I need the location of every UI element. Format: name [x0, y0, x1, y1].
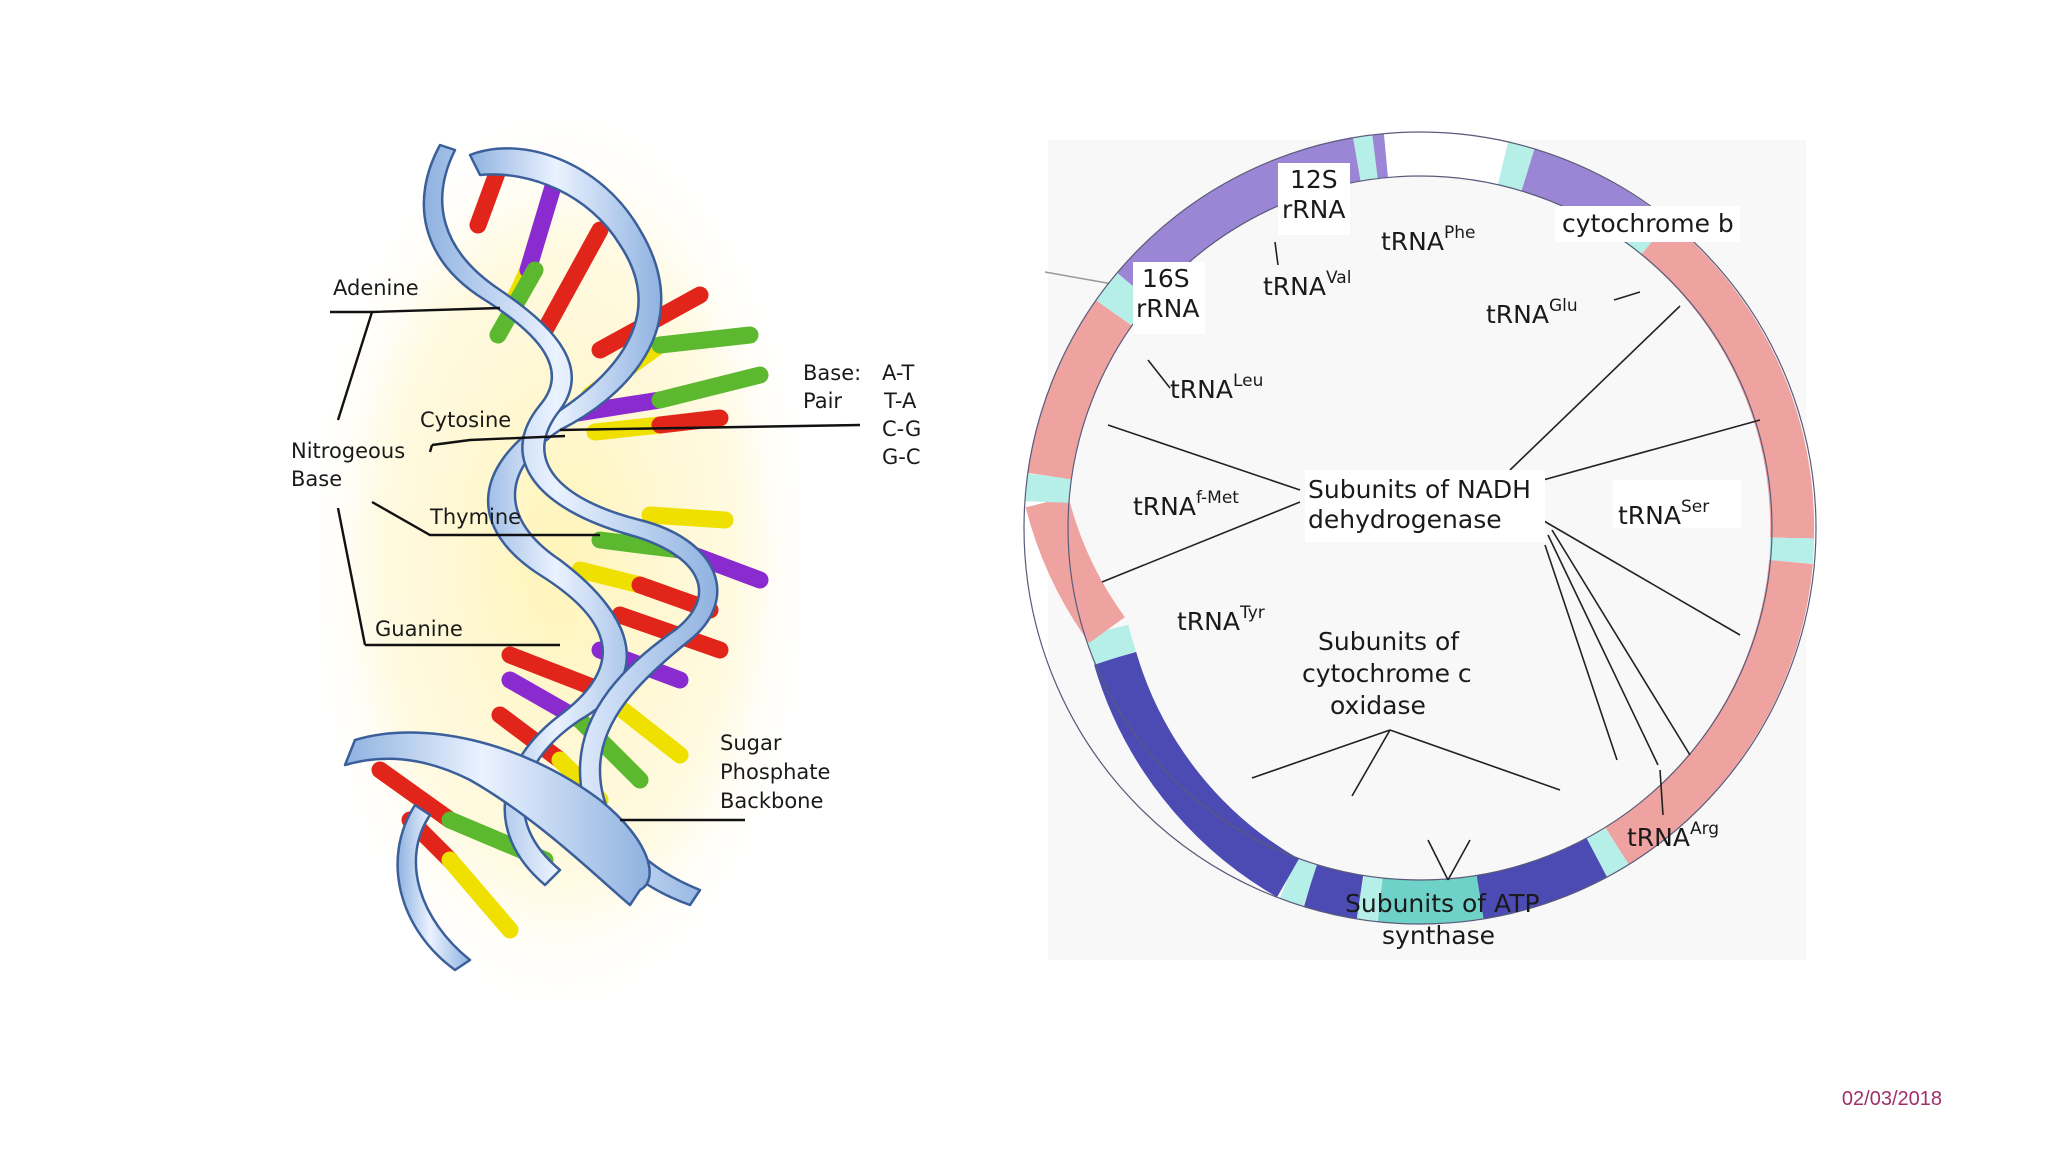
thymine-label: Thymine	[429, 505, 521, 529]
backbone-label-line2: Phosphate	[720, 760, 830, 784]
trna-tyr-segment	[1107, 630, 1115, 658]
cytosine-label: Cytosine	[420, 408, 511, 432]
guanine-label: Guanine	[375, 617, 463, 641]
rrna-segment	[1375, 156, 1386, 157]
nitrogeous-label-line2: Base	[291, 467, 342, 491]
mtdna-map: 12S rRNA tRNAPhe cytochrome b 16S rRNA t…	[1024, 132, 1816, 960]
cox-label-line2: cytochrome c	[1302, 659, 1472, 688]
cox-label: Subunits of	[1318, 627, 1460, 656]
atp-label-line2: synthase	[1382, 921, 1495, 950]
trna-ser-segment	[1791, 538, 1792, 562]
base-pair-label-line2: Pair	[803, 389, 842, 413]
trna-val-segment	[1357, 157, 1375, 160]
pair-at: A-T	[882, 361, 915, 385]
atp-label: Subunits of ATP	[1345, 889, 1540, 918]
adenine-label: Adenine	[333, 276, 419, 300]
backbone-label-line3: Backbone	[720, 789, 823, 813]
pair-cg: C-G	[882, 417, 921, 441]
trna-leu-segment	[1114, 287, 1134, 313]
cytochrome-b-label: cytochrome b	[1562, 209, 1734, 238]
trna-arg-segment	[1597, 846, 1617, 858]
base-pair	[650, 515, 725, 520]
nitrogeous-label: Nitrogeous	[291, 439, 405, 463]
trna-phe-segment	[1386, 154, 1510, 165]
backbone-label: Sugar	[720, 731, 782, 755]
nadh-label-line2: dehydrogenase	[1308, 505, 1502, 534]
pair-gc: G-C	[882, 445, 921, 469]
pair-ta: T-A	[883, 389, 917, 413]
rrna16-label-line2: rRNA	[1136, 294, 1199, 323]
cox-label-line3: oxidase	[1330, 691, 1426, 720]
trna-fmet-segment	[1047, 476, 1049, 502]
dna-helix-illustration: Adenine Cytosine Nitrogeous Base Thymine…	[291, 100, 921, 1020]
base-pair-label: Base:	[803, 361, 861, 385]
slide-date: 02/03/2018	[1842, 1088, 1942, 1111]
base-pair	[660, 418, 720, 425]
rrna12-label: 12S	[1290, 165, 1338, 194]
rrna16-label: 16S	[1142, 264, 1190, 293]
rrna12-label-line2: rRNA	[1282, 195, 1345, 224]
nadh-label: Subunits of NADH	[1308, 475, 1531, 504]
trna-segment	[1288, 878, 1310, 886]
base-pair	[660, 335, 750, 345]
trna-segment	[1503, 163, 1528, 170]
